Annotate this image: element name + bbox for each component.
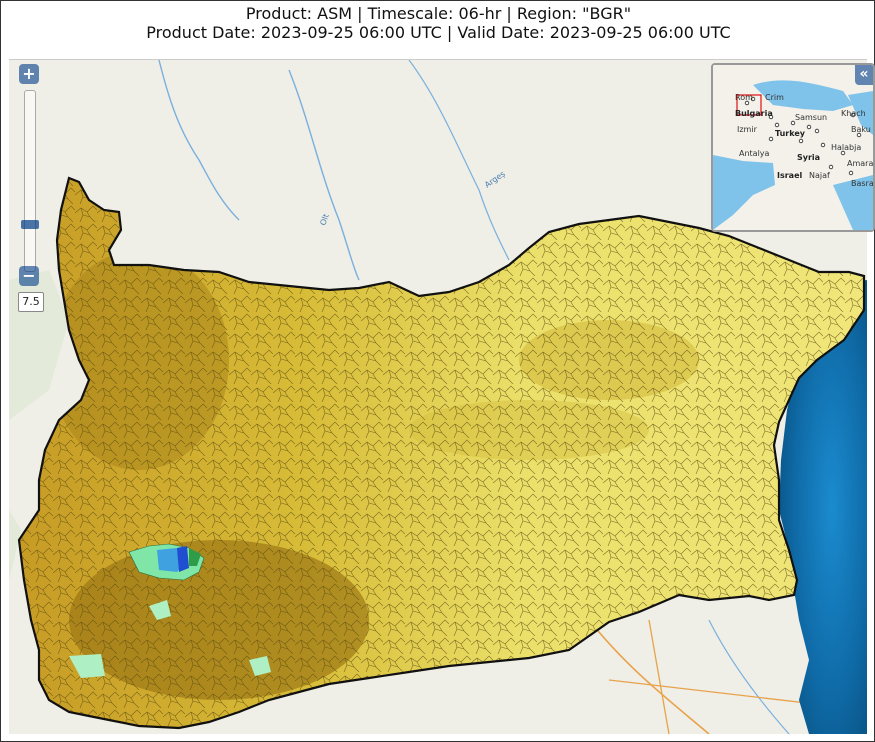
overview-map-svg	[713, 65, 873, 230]
overview-label-khachmaz: Khach	[841, 109, 866, 118]
zoom-level-readout: 7.5	[18, 292, 44, 312]
overview-label-crimea: Crim	[765, 93, 784, 102]
map-header: Product: ASM | Timescale: 06-hr | Region…	[1, 1, 875, 57]
overview-label-samsun: Samsun	[795, 113, 828, 122]
overview-label-turkey: Turkey	[775, 129, 805, 138]
overview-label-najaf: Najaf	[809, 171, 830, 180]
zoom-slider[interactable]	[21, 90, 39, 272]
product-date-title: Product Date: 2023-09-25 06:00 UTC | Val…	[146, 23, 731, 42]
overview-map[interactable]: Rom Crim Bulgaria Samsun Khach Izmir Tur…	[711, 63, 875, 232]
overview-extent-box	[736, 94, 762, 116]
river-label-olt: Olt	[318, 213, 330, 227]
overview-label-bulgaria: Bulgaria	[735, 109, 773, 118]
zoom-slider-handle[interactable]	[21, 220, 39, 229]
overview-label-syria: Syria	[797, 153, 821, 162]
overview-label-israel: Israel	[777, 171, 803, 180]
overview-label-izmir: Izmir	[737, 125, 757, 134]
overview-collapse-button[interactable]: «	[855, 65, 873, 85]
overview-label-antalya: Antalya	[739, 149, 770, 158]
overview-label-amarah: Amarah	[847, 159, 874, 168]
zoom-out-button[interactable]: −	[19, 266, 39, 286]
overview-label-basra: Basra	[851, 179, 874, 188]
overview-label-baku: Baku	[851, 125, 871, 134]
product-info-title: Product: ASM | Timescale: 06-hr | Region…	[245, 4, 632, 23]
zoom-in-button[interactable]: +	[19, 64, 39, 84]
overview-label-halabja: Halabja	[831, 143, 862, 152]
overview-label-romania: Rom	[735, 93, 753, 102]
